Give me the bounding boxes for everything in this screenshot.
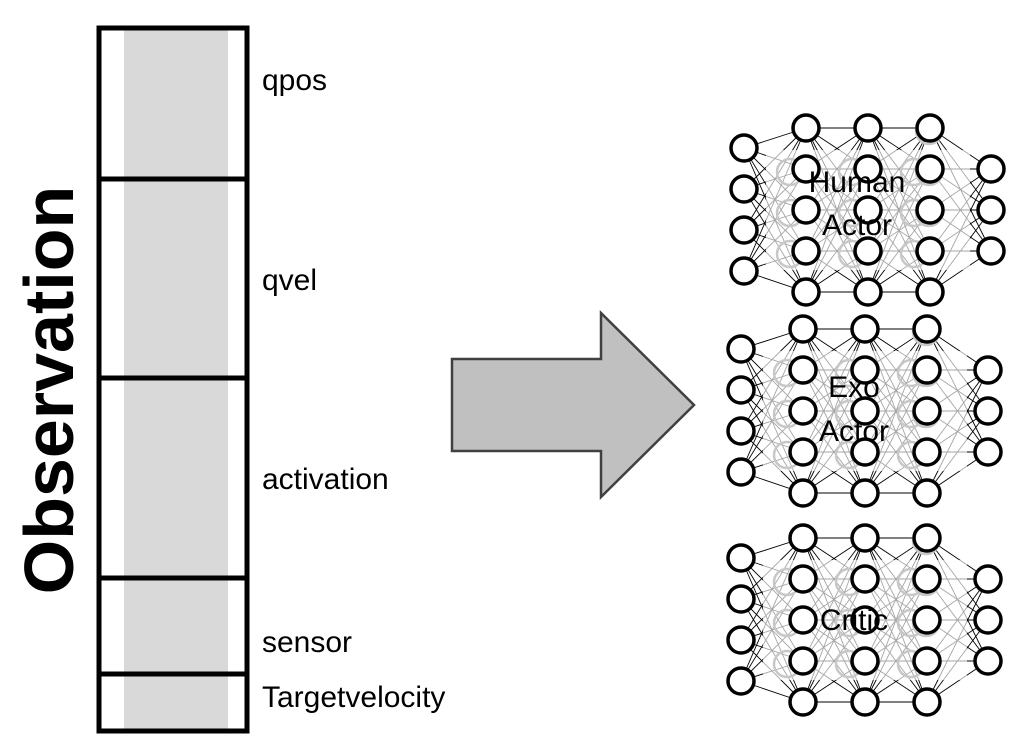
network-node xyxy=(915,236,945,266)
observation-title: Observation xyxy=(10,186,88,594)
network-node xyxy=(729,215,759,245)
network-node xyxy=(726,666,756,696)
network-node xyxy=(726,625,756,655)
network-node xyxy=(850,564,880,594)
network-node xyxy=(726,457,756,487)
network-node xyxy=(788,523,818,553)
network-node xyxy=(788,355,818,385)
segment-label-sensor: sensor xyxy=(262,626,352,659)
network-node xyxy=(853,195,883,225)
network-node xyxy=(853,154,883,184)
network-label-human: Human xyxy=(809,166,906,199)
network-node xyxy=(729,133,759,163)
network-node xyxy=(791,236,821,266)
network-node xyxy=(853,113,883,143)
network-node xyxy=(791,195,821,225)
network-node xyxy=(726,543,756,573)
network-node xyxy=(853,236,883,266)
network-node xyxy=(973,646,1003,676)
network-node xyxy=(788,564,818,594)
network-node xyxy=(850,605,880,635)
network-node xyxy=(850,687,880,717)
network-node xyxy=(791,154,821,184)
network-node xyxy=(912,523,942,553)
network-node xyxy=(788,687,818,717)
network-node xyxy=(726,375,756,405)
network-node xyxy=(788,396,818,426)
network-node xyxy=(973,564,1003,594)
network-node xyxy=(791,277,821,307)
network-node xyxy=(912,396,942,426)
network-node xyxy=(915,277,945,307)
network-node xyxy=(729,174,759,204)
network-node xyxy=(912,564,942,594)
network-critic xyxy=(726,523,1003,717)
network-exo-actor xyxy=(726,314,1003,508)
network-label-actor: Actor xyxy=(822,209,892,242)
network-node xyxy=(726,416,756,446)
network-node xyxy=(976,154,1006,184)
network-node xyxy=(850,478,880,508)
network-node xyxy=(912,437,942,467)
observation-vector xyxy=(96,25,250,734)
network-node xyxy=(912,355,942,385)
network-node xyxy=(912,478,942,508)
network-node xyxy=(788,646,818,676)
arrow-right-icon xyxy=(450,310,696,500)
network-node xyxy=(912,314,942,344)
network-node xyxy=(973,605,1003,635)
network-node xyxy=(915,195,945,225)
network-node xyxy=(853,277,883,307)
segment-label-qpos: qpos xyxy=(262,64,327,97)
network-node xyxy=(912,605,942,635)
network-node xyxy=(788,314,818,344)
network-node xyxy=(976,236,1006,266)
network-human-actor xyxy=(729,113,1006,307)
network-node xyxy=(850,396,880,426)
segment-label-targetvelocity: Targetvelocity xyxy=(262,681,445,714)
network-node xyxy=(973,437,1003,467)
network-label-exo: Exo xyxy=(828,371,880,404)
network-label-actor: Actor xyxy=(819,415,889,448)
network-node xyxy=(726,584,756,614)
network-node xyxy=(973,396,1003,426)
network-node xyxy=(912,646,942,676)
network-node xyxy=(850,646,880,676)
network-label-critic: Critic xyxy=(820,604,888,637)
network-node xyxy=(791,113,821,143)
segment-label-qvel: qvel xyxy=(262,264,317,297)
network-node xyxy=(850,437,880,467)
network-node xyxy=(788,478,818,508)
network-node xyxy=(850,523,880,553)
network-node xyxy=(912,687,942,717)
network-node xyxy=(788,605,818,635)
network-node xyxy=(915,154,945,184)
network-node xyxy=(976,195,1006,225)
network-node xyxy=(915,113,945,143)
network-node xyxy=(973,355,1003,385)
network-node xyxy=(729,256,759,286)
network-node xyxy=(726,334,756,364)
segment-label-activation: activation xyxy=(262,463,389,496)
network-node xyxy=(788,437,818,467)
network-node xyxy=(850,314,880,344)
network-node xyxy=(850,355,880,385)
